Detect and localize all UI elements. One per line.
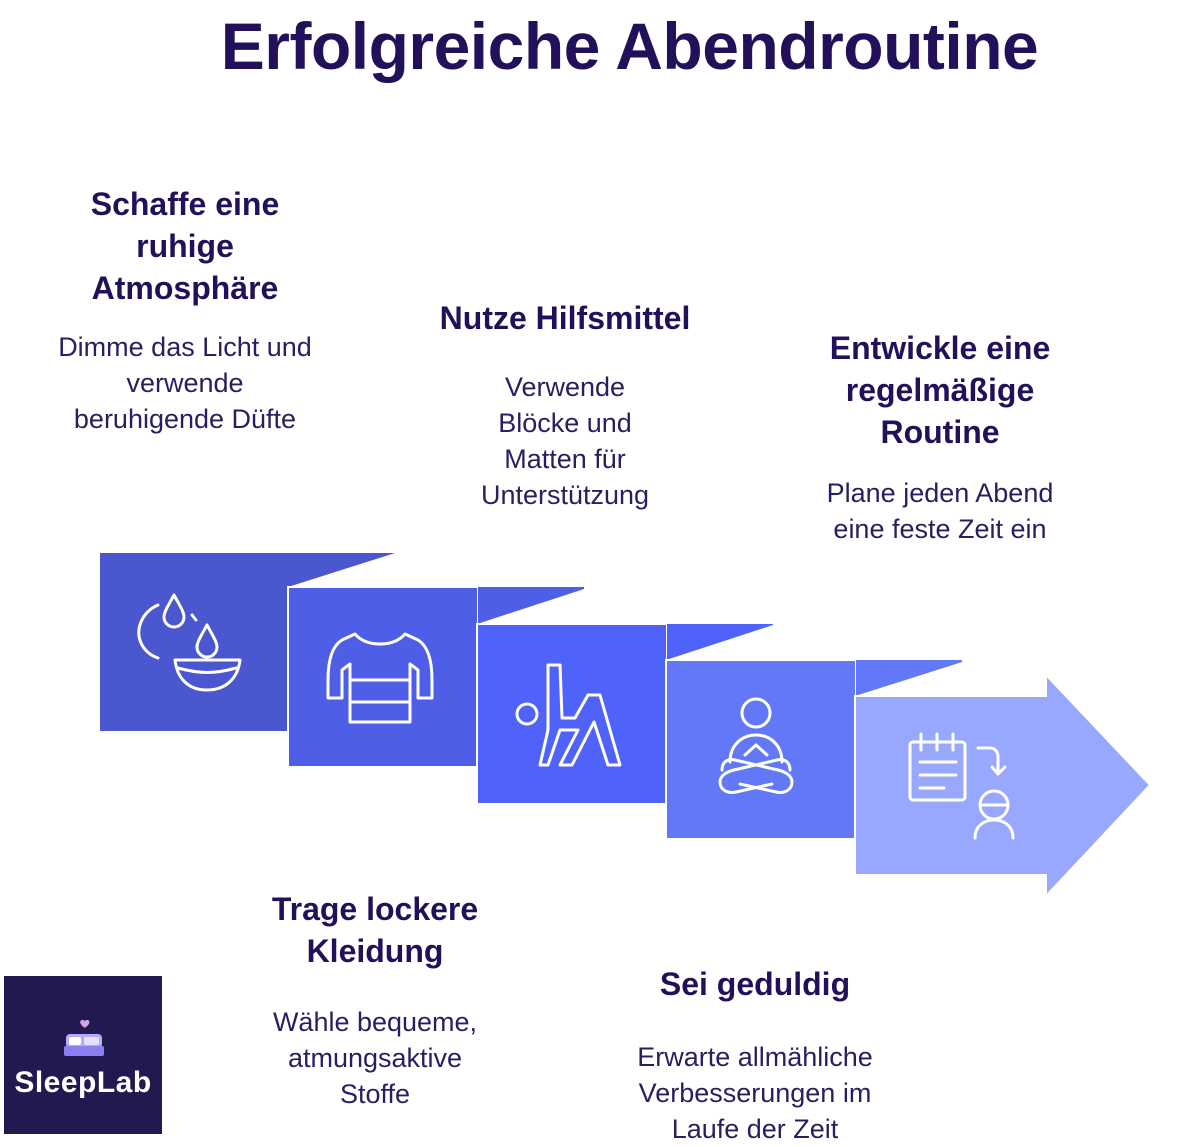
step-2-heading: Trage lockere Kleidung	[271, 891, 479, 969]
logo-text: SleepLab	[14, 1066, 152, 1099]
meditation-icon	[718, 697, 794, 794]
shirt-icon	[326, 632, 434, 724]
yoga-pose-icon	[515, 663, 622, 767]
step-1-heading: Schaffe eine ruhige Atmosphäre	[90, 186, 280, 306]
step-4-heading: Sei geduldig	[659, 966, 851, 1002]
step-1-text: Schaffe eine ruhige Atmosphäre Dimme das…	[50, 183, 320, 437]
sleeplab-logo: SleepLab	[4, 976, 162, 1134]
step-2-fold-connector	[288, 553, 395, 587]
step-5-heading: Entwickle eine regelmäßige Routine	[829, 330, 1051, 450]
page-title: Erfolgreiche Abendroutine	[220, 9, 1039, 83]
step-1-panel	[100, 553, 395, 731]
step-2-text: Trage lockere Kleidung Wähle bequeme, at…	[250, 888, 500, 1112]
step-2-panel	[287, 553, 584, 768]
step-5-panel	[854, 662, 1152, 899]
step-5-text: Entwickle eine regelmäßige Routine Plane…	[800, 327, 1080, 547]
step-2-description: Wähle bequeme, atmungsaktive Stoffe	[272, 1007, 478, 1109]
step-3-heading: Nutze Hilfsmittel	[439, 300, 691, 336]
step-3-block	[476, 623, 668, 805]
step-3-fold-connector	[477, 589, 584, 624]
step-2-block	[287, 586, 479, 768]
step-1-block	[100, 553, 290, 731]
step-5-description: Plane jeden Abend eine feste Zeit ein	[826, 478, 1054, 544]
step-3-description: Verwende Blöcke und Matten für Unterstüt…	[480, 372, 650, 510]
step-4-fold-connector	[666, 625, 773, 660]
step-4-description: Erwarte allmähliche Verbesserungen im La…	[637, 1042, 873, 1144]
step-4-text: Sei geduldig Erwarte allmähliche Verbess…	[605, 963, 905, 1147]
step-3-panel	[476, 589, 773, 805]
step-5-fold-connector	[855, 662, 962, 696]
bed-heart-icon	[64, 1020, 104, 1056]
step-5-arrow	[854, 672, 1152, 899]
step-1-description: Dimme das Licht und verwende beruhigende…	[58, 332, 312, 434]
calendar-person-icon	[908, 732, 1015, 840]
step-3-text: Nutze Hilfsmittel Verwende Blöcke und Ma…	[420, 297, 710, 513]
candle-oil-icon	[137, 593, 242, 692]
